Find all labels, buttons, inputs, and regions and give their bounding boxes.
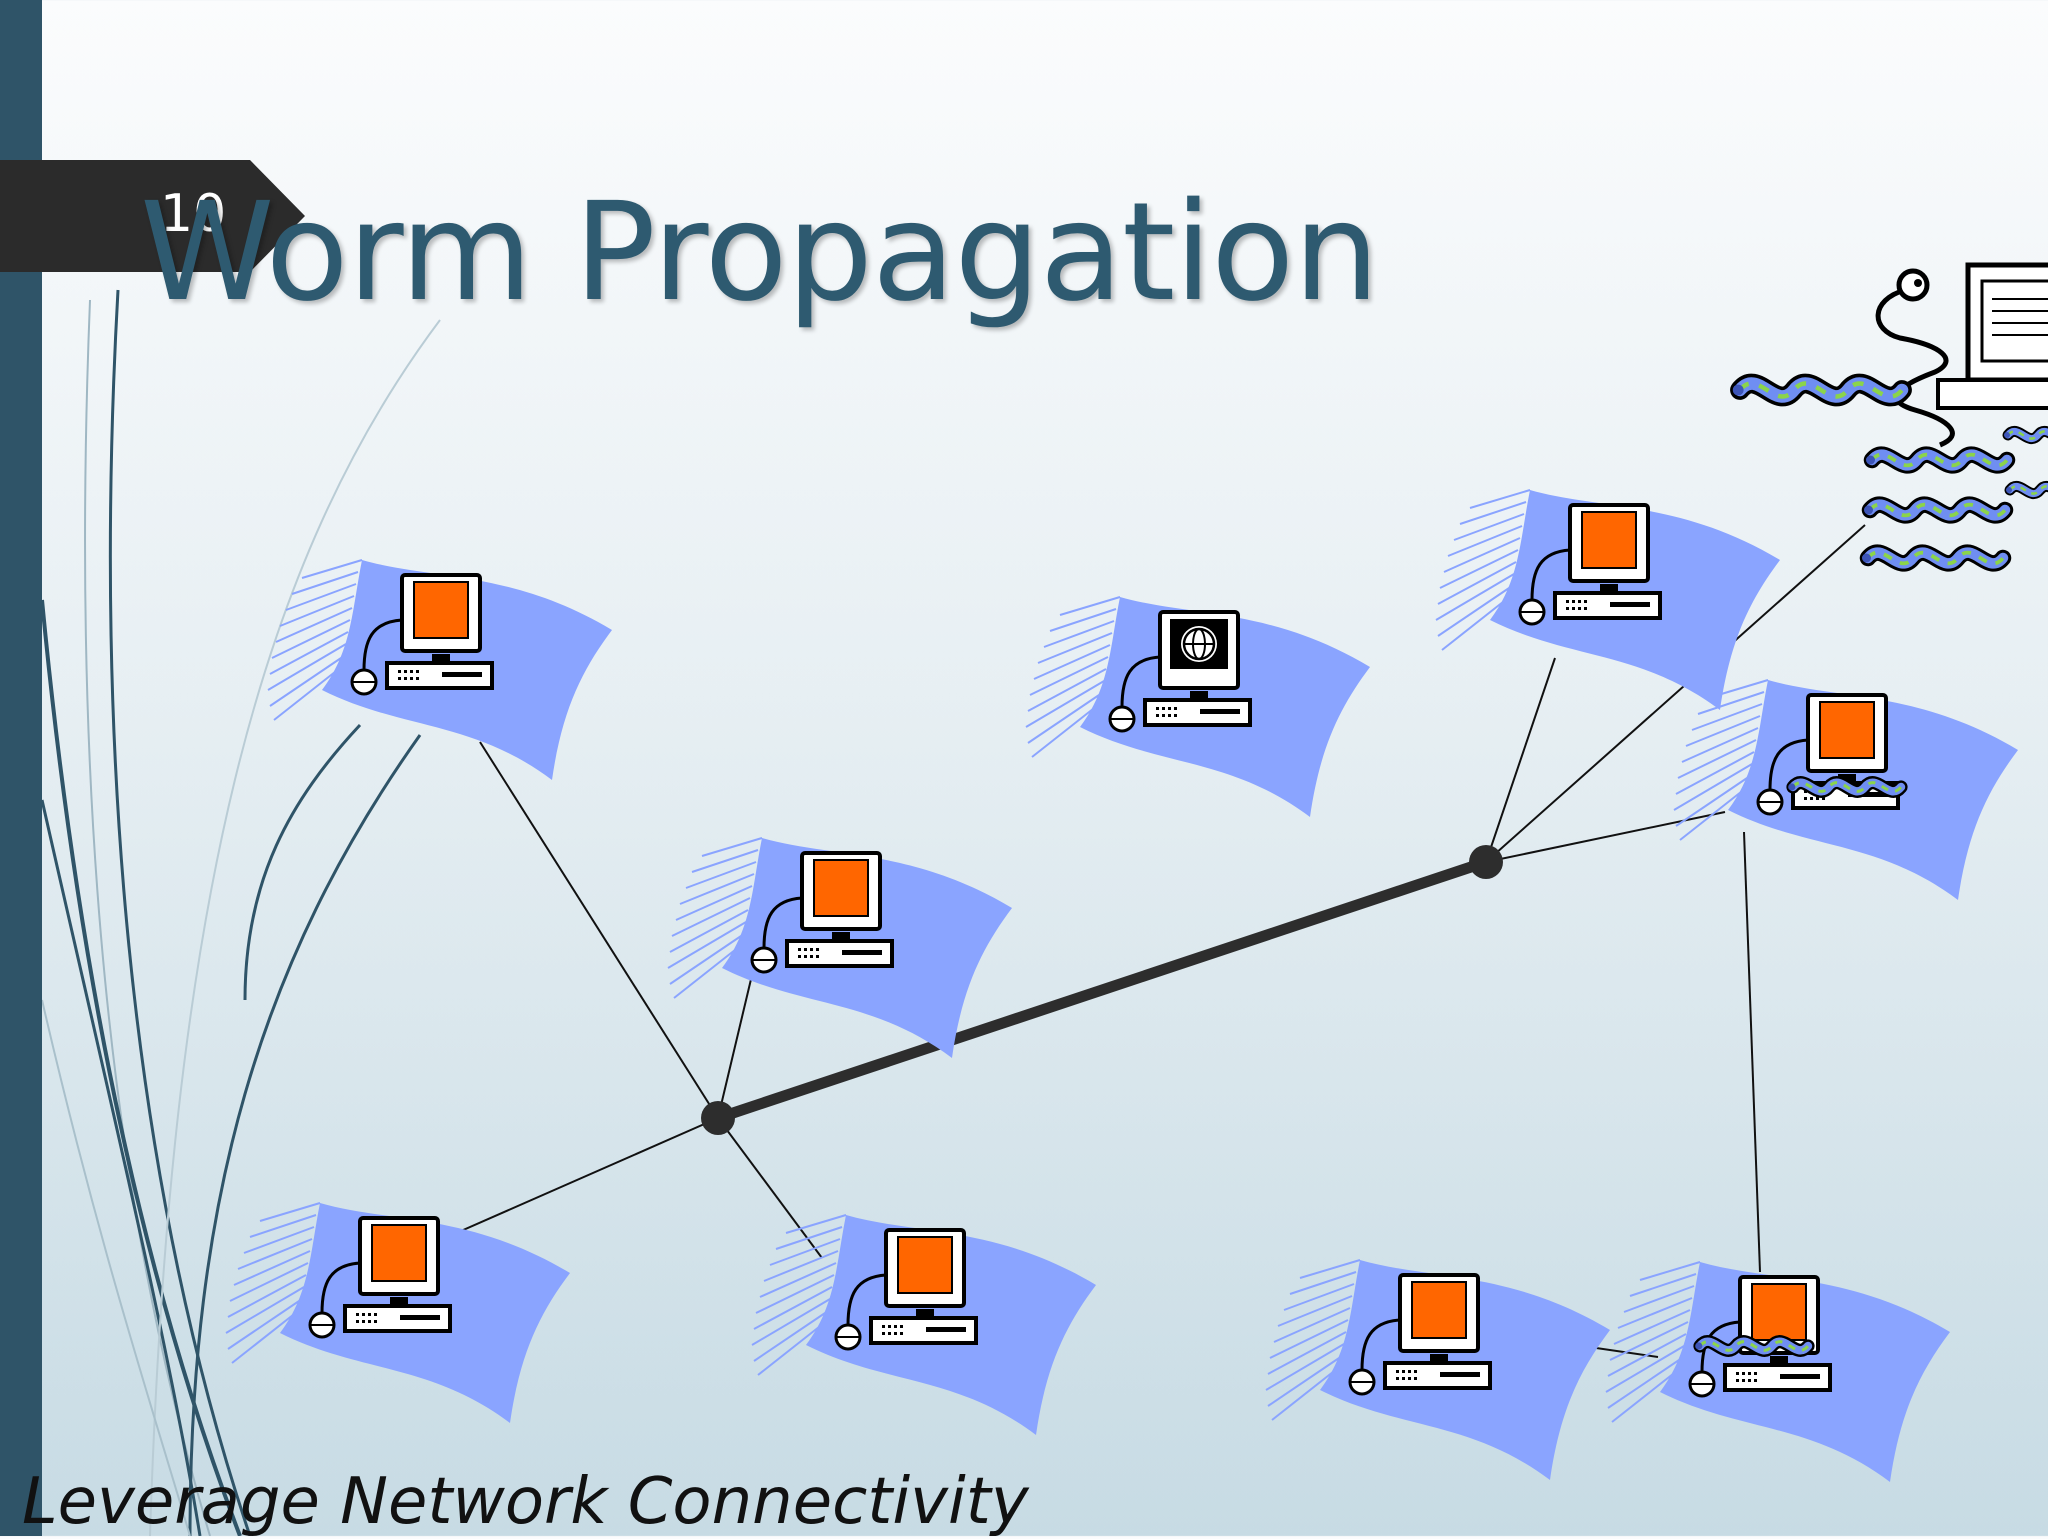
computer-node-pc-1 — [267, 559, 613, 781]
worm-icon — [1862, 553, 2003, 564]
slide-number-tab — [0, 160, 305, 272]
worm-icon — [1788, 783, 1901, 792]
computer-node-pc-9 — [1605, 1261, 1951, 1483]
decorative-curve — [243, 723, 362, 1001]
hub-right — [1469, 845, 1503, 879]
worm-icon — [1695, 1342, 1808, 1351]
hub-left — [701, 1101, 735, 1135]
worm-icon — [1864, 505, 2005, 516]
worm-icon — [2004, 431, 2048, 438]
link-hub-left-pc-7 — [717, 1117, 823, 1259]
computer-node-pc-5 — [1673, 679, 2019, 901]
link-hub-right-pc-3 — [1485, 657, 1556, 863]
computer-node-pc-2 — [1025, 596, 1371, 818]
computer-node-pc-8 — [1265, 1259, 1611, 1481]
slide-title: Worm Propagation — [140, 174, 1380, 332]
backbone-link — [716, 856, 1488, 1124]
slide-number: 10 — [160, 184, 227, 244]
link-hub-left-pc-6 — [444, 1117, 719, 1239]
link-hub-left-pc-1 — [479, 741, 719, 1119]
computer-node-pc-4 — [667, 837, 1013, 1059]
computer-node-pc-6 — [225, 1202, 571, 1424]
network-links — [444, 524, 1866, 1358]
link-pc-5-pc-9 — [1743, 831, 1761, 1273]
computer-node-pc-7 — [751, 1214, 1097, 1436]
infected-computer-icon — [1936, 262, 2048, 410]
link-hub-right-worm-source — [1485, 524, 1866, 863]
slide-subtitle: Leverage Network Connectivity — [22, 1465, 1029, 1539]
link-hub-right-pc-5 — [1485, 811, 1726, 863]
link-hub-left-pc-4 — [717, 974, 753, 1119]
snake-worm-icon — [1875, 268, 1955, 448]
worm-icon — [1866, 455, 2007, 466]
worm-icon — [2006, 486, 2048, 493]
worm-source-cluster — [1733, 262, 2048, 564]
worm-icon — [1733, 384, 1902, 397]
computer-node-pc-3 — [1435, 489, 1781, 711]
